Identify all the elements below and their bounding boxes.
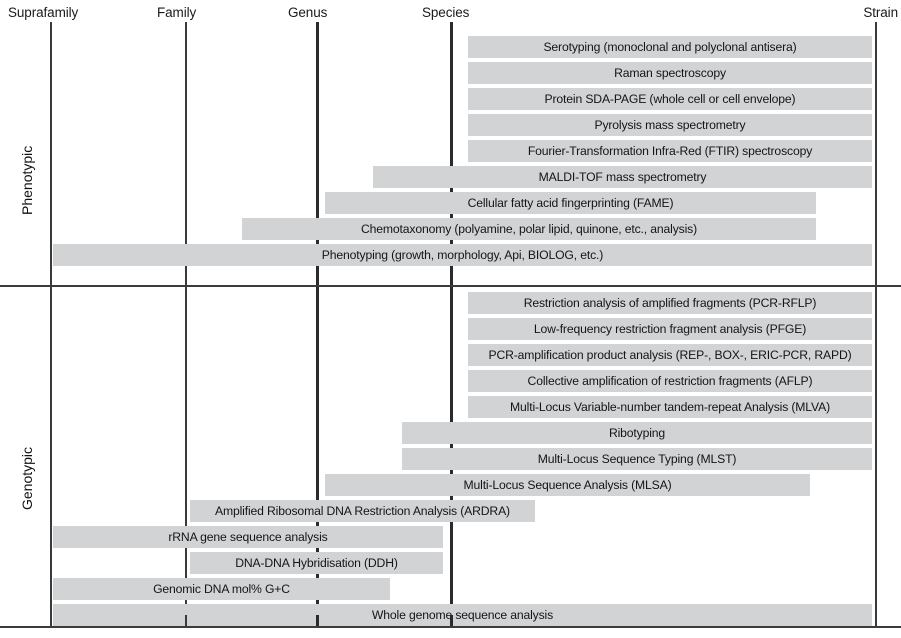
method-bar-label: Genomic DNA mol% G+C [153,581,290,596]
method-bar-label: Ribotyping [608,425,666,440]
phenotypic-genotypic-divider [0,285,901,287]
method-bar-label: rRNA gene sequence analysis [168,529,328,544]
method-bar-label: Multi-Locus Sequence Analysis (MLSA) [463,477,672,492]
method-bar-label: Protein SDA-PAGE (whole cell or cell env… [544,91,796,106]
method-bar: PCR-amplification product analysis (REP-… [468,344,872,366]
method-bar: Collective amplification of restriction … [468,370,872,392]
section-label-phenotypic: Phenotypic [19,145,35,215]
method-bar-label: PCR-amplification product analysis (REP-… [488,347,852,362]
rank-label-genus: Genus [288,5,328,20]
method-bar-label: Pyrolysis mass spectrometry [594,117,746,132]
method-bar-label: Chemotaxonomy (polyamine, polar lipid, q… [360,221,698,236]
method-bar: Serotyping (monoclonal and polyclonal an… [468,36,872,58]
rank-tick-suprafamily [50,22,52,626]
method-bar: Raman spectroscopy [468,62,872,84]
method-bar: MALDI-TOF mass spectrometry [373,166,872,188]
method-bar-label: Cellular fatty acid fingerprinting (FAME… [467,195,674,210]
method-bar-label: Whole genome sequence analysis [371,607,554,622]
method-bar-label: Fourier-Transformation Infra-Red (FTIR) … [527,143,813,158]
method-bar: Protein SDA-PAGE (whole cell or cell env… [468,88,872,110]
section-label-genotypic: Genotypic [19,446,35,510]
method-bar-label: Multi-Locus Variable-number tandem-repea… [510,399,830,414]
rank-tick-family [185,22,187,626]
method-bar-label: DNA-DNA Hybridisation (DDH) [235,555,398,570]
bottom-tick-family [185,615,187,626]
method-bar: Multi-Locus Variable-number tandem-repea… [468,396,872,418]
method-bar-label: Raman spectroscopy [614,65,726,80]
method-bar: Whole genome sequence analysis [53,604,872,626]
method-bar: Restriction analysis of amplified fragme… [468,292,872,314]
rank-label-family: Family [157,5,197,20]
method-bar-label: Serotyping (monoclonal and polyclonal an… [543,39,797,54]
method-bar: Pyrolysis mass spectrometry [468,114,872,136]
method-bar-label: Restriction analysis of amplified fragme… [523,295,817,310]
method-bar: Amplified Ribosomal DNA Restriction Anal… [190,500,535,522]
method-bar-label: Low-frequency restriction fragment analy… [533,321,807,336]
rank-tick-strain [875,22,877,626]
method-bar-label: Multi-Locus Sequence Typing (MLST) [537,451,737,466]
rank-label-suprafamily: Suprafamily [8,5,79,20]
method-bar: Fourier-Transformation Infra-Red (FTIR) … [468,140,872,162]
method-bar-label: MALDI-TOF mass spectrometry [538,169,707,184]
method-bar: Genomic DNA mol% G+C [53,578,390,600]
bottom-tick-species [450,615,453,626]
bottom-tick-genus [316,615,319,626]
method-bar: Low-frequency restriction fragment analy… [468,318,872,340]
method-bar-label: Amplified Ribosomal DNA Restriction Anal… [215,503,510,518]
method-bar-label: Collective amplification of restriction … [527,373,813,388]
method-bar: Multi-Locus Sequence Analysis (MLSA) [325,474,810,496]
method-bar: Chemotaxonomy (polyamine, polar lipid, q… [242,218,816,240]
method-bar: Cellular fatty acid fingerprinting (FAME… [325,192,816,214]
method-bar: Ribotyping [402,422,872,444]
method-bar-label: Phenotyping (growth, morphology, Api, BI… [321,247,604,262]
rank-tick-genus [316,22,319,626]
rank-label-species: Species [422,5,470,20]
method-bar: Multi-Locus Sequence Typing (MLST) [402,448,872,470]
bottom-axis-rule [0,626,901,628]
rank-label-strain: Strain [863,5,898,20]
method-bar: DNA-DNA Hybridisation (DDH) [190,552,443,574]
method-bar: rRNA gene sequence analysis [53,526,443,548]
method-bar: Phenotyping (growth, morphology, Api, BI… [53,244,872,266]
rank-tick-species [450,22,453,626]
